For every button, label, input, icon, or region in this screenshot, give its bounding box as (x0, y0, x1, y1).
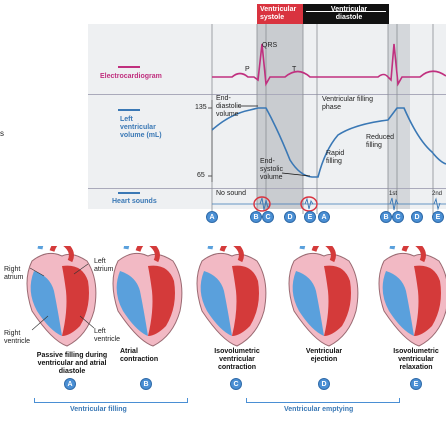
stage-title-a: Passive filling during ventricular and a… (36, 352, 108, 375)
marker-a: A (318, 211, 330, 223)
leader-line (29, 267, 45, 277)
tick-label-135: 135 (195, 104, 207, 111)
stage-title-d: Ventricular ejection (305, 348, 343, 363)
stage-marker-c: C (230, 378, 242, 390)
second-sound-label: 2nd (432, 191, 443, 197)
diastole-arrow (306, 11, 386, 12)
hearts-illustration (0, 246, 446, 356)
row-separator (88, 94, 446, 95)
filling-bracket-label: Ventricular filling (70, 406, 127, 413)
stage-marker-b: B (140, 378, 152, 390)
ecg-p: P (245, 66, 250, 73)
marker-a: A (206, 211, 218, 223)
stage-marker-a: A (64, 378, 76, 390)
marker-b: B (380, 211, 392, 223)
reduced-filling-label: Reduced filling (366, 134, 395, 149)
first-sound-label: 1st (389, 191, 398, 197)
esv-arrow (281, 172, 311, 177)
systole-header (257, 4, 303, 24)
edge-fragment: s (0, 129, 4, 138)
sounds-legend-line (118, 192, 140, 194)
phase-header-dark (303, 4, 389, 24)
volume-row-label: Left ventricular volume (mL) (120, 116, 162, 139)
stage-marker-e: E (410, 378, 422, 390)
ecg-legend-line (118, 66, 140, 68)
stage-title-b: Atrial contraction (120, 348, 159, 363)
ecg-t: T (292, 66, 297, 73)
volume-legend-line (118, 109, 140, 111)
label-right-ventricle: Right ventricle (4, 330, 31, 345)
emptying-bracket-label: Ventricular emptying (284, 406, 354, 413)
sound-2 (304, 197, 314, 210)
systole-shade-1 (257, 24, 303, 209)
marker-e: E (304, 211, 316, 223)
diastole-label: Ventricular diastole (330, 6, 368, 21)
no-sound-label: No sound (216, 190, 246, 197)
end-systolic-label: End- systolic volume (260, 158, 283, 181)
end-diastolic-label: End- diastolic volume (216, 95, 242, 118)
systole-label: Ventricular systole (260, 6, 297, 21)
systole-shade-2 (388, 24, 410, 209)
label-left-atrium: Left atrium (94, 258, 114, 273)
leader-line (31, 315, 49, 331)
filling-bracket (34, 398, 188, 403)
heart-d (289, 246, 358, 346)
marker-b: B (250, 211, 262, 223)
heart-c (197, 246, 266, 346)
label-right-atrium: Right atrium (4, 266, 24, 281)
marker-d: D (284, 211, 296, 223)
marker-c: C (392, 211, 404, 223)
leader-line (79, 315, 95, 329)
heart-e (379, 246, 446, 346)
ecg-trace (212, 43, 446, 87)
stage-title-c: Isovolumetric ventricular contraction (214, 348, 260, 371)
leader-line (73, 263, 89, 275)
stage-marker-d: D (318, 378, 330, 390)
volume-trace (211, 107, 446, 178)
filling-phase-label: Ventricular filling phase (322, 96, 373, 111)
sound-4 (433, 197, 441, 211)
marker-c: C (262, 211, 274, 223)
rapid-filling-label: Rapid filling (326, 150, 345, 165)
stage-title-e: Isovolumetric ventricular relaxation (393, 348, 439, 371)
label-left-ventricle: Left ventricle (94, 328, 121, 343)
highlight-circle-1 (253, 196, 271, 212)
marker-d: D (411, 211, 423, 223)
row-separator (88, 188, 446, 189)
sound-3 (389, 197, 399, 211)
emptying-bracket (246, 398, 400, 403)
ecg-row-label: Electrocardiogram (100, 73, 162, 80)
ecg-qrs: QRS (262, 42, 278, 49)
marker-e: E (432, 211, 444, 223)
tick-label-65: 65 (197, 172, 205, 179)
sounds-row-label: Heart sounds (112, 198, 157, 205)
